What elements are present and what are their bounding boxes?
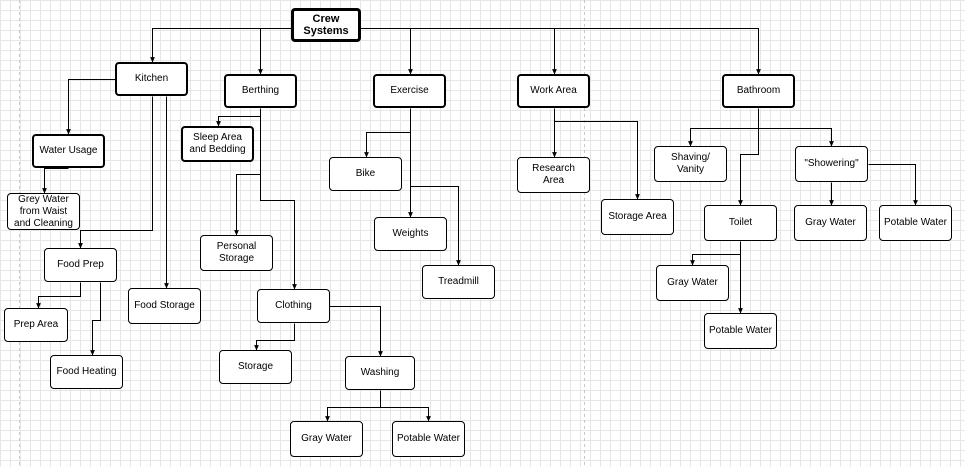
node-wash-potable[interactable]: Potable Water	[392, 421, 465, 457]
node-clothing[interactable]: Clothing	[257, 289, 330, 323]
node-bike[interactable]: Bike	[329, 157, 402, 191]
node-weights[interactable]: Weights	[374, 217, 447, 251]
node-crew[interactable]: Crew Systems	[291, 8, 361, 42]
node-research[interactable]: Research Area	[517, 157, 590, 193]
node-showering[interactable]: "Showering"	[795, 146, 868, 182]
node-personal-storage[interactable]: Personal Storage	[200, 235, 273, 271]
node-shower-gray[interactable]: Gray Water	[794, 205, 867, 241]
node-toilet-potable[interactable]: Potable Water	[704, 313, 777, 349]
node-toilet[interactable]: Toilet	[704, 205, 777, 241]
edge-clothing-to-storage	[254, 323, 295, 351]
edge-showering-to-shower-potable	[868, 164, 918, 206]
edge-kitchen-to-food-prep	[78, 96, 153, 249]
edge-work-to-work-storage	[554, 108, 640, 200]
edge-food-prep-to-food-heating	[90, 282, 101, 356]
edge-berthing-to-clothing	[260, 108, 297, 290]
edge-water-usage-to-grey-waist	[42, 168, 69, 194]
node-storage[interactable]: Storage	[219, 350, 292, 384]
node-food-storage[interactable]: Food Storage	[128, 288, 201, 324]
edge-washing-to-wash-potable	[380, 390, 431, 422]
node-sleep[interactable]: Sleep Area and Bedding	[181, 126, 254, 162]
edge-berthing-to-sleep	[216, 108, 261, 127]
edge-crew-to-bathroom	[326, 28, 761, 75]
node-water-usage[interactable]: Water Usage	[32, 134, 105, 168]
node-food-prep[interactable]: Food Prep	[44, 248, 117, 282]
node-berthing[interactable]: Berthing	[224, 74, 297, 108]
edge-food-prep-to-prep-area	[36, 282, 81, 309]
node-washing[interactable]: Washing	[345, 356, 415, 390]
edge-toilet-to-toilet-gray	[690, 241, 741, 266]
edge-exercise-to-treadmill	[410, 108, 461, 266]
node-kitchen[interactable]: Kitchen	[115, 62, 188, 96]
edge-kitchen-to-water-usage	[66, 79, 116, 135]
edge-bathroom-to-toilet	[738, 108, 759, 206]
node-food-heating[interactable]: Food Heating	[50, 355, 123, 389]
node-toilet-gray[interactable]: Gray Water	[656, 265, 729, 301]
edge-bathroom-to-shaving	[688, 108, 759, 147]
node-shower-potable[interactable]: Potable Water	[879, 205, 952, 241]
node-prep-area[interactable]: Prep Area	[4, 308, 68, 342]
node-work[interactable]: Work Area	[517, 74, 590, 108]
node-treadmill[interactable]: Treadmill	[422, 265, 495, 299]
edge-exercise-to-bike	[364, 108, 411, 158]
node-wash-gray[interactable]: Gray Water	[290, 421, 363, 457]
edge-washing-to-wash-gray	[325, 390, 381, 422]
node-grey-waist[interactable]: Grey Water from Waist and Cleaning	[7, 193, 80, 230]
node-work-storage[interactable]: Storage Area	[601, 199, 674, 235]
node-bathroom[interactable]: Bathroom	[722, 74, 795, 108]
node-exercise[interactable]: Exercise	[373, 74, 446, 108]
node-shaving[interactable]: Shaving/ Vanity	[654, 146, 727, 182]
edge-bathroom-to-showering	[758, 108, 834, 147]
